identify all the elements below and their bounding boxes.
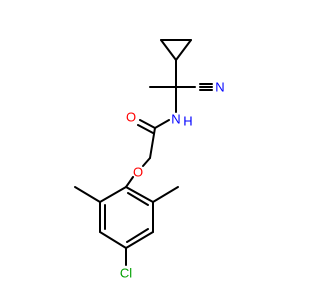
bond-carbonyl-double-2	[137, 124, 154, 134]
bond-carbonyl-methylene	[149, 127, 156, 159]
atom-chlorine: Cl	[120, 266, 132, 281]
bond-methyl-right	[152, 186, 179, 203]
bond-methylene-ether	[142, 157, 151, 167]
bond-ring-b	[160, 39, 177, 61]
atom-o-carbonyl: O	[126, 110, 136, 125]
bond-carbonyl-double-1	[139, 119, 156, 129]
bond-arom-3	[125, 231, 154, 249]
atom-n-amide: N	[171, 112, 180, 127]
bond-amide-n-carbonyl	[154, 119, 170, 129]
structure-canvas: O N H N O Cl	[74, 39, 225, 281]
atom-h-amide: H	[183, 114, 192, 129]
bond-arom-inner-1	[127, 192, 149, 206]
bond-arom-1	[125, 186, 154, 203]
bond-methyl-left	[74, 186, 101, 203]
bond-arom-4	[99, 231, 127, 249]
bond-arom-inner-2	[126, 228, 149, 243]
bond-ring-c	[175, 39, 192, 61]
atom-o-ether: O	[133, 165, 143, 180]
atom-n-nitrile: N	[215, 80, 224, 95]
bond-arom-6	[99, 186, 127, 203]
bond-ether-aryl	[125, 176, 134, 188]
molecule-structure: O N H N O Cl	[74, 39, 225, 281]
